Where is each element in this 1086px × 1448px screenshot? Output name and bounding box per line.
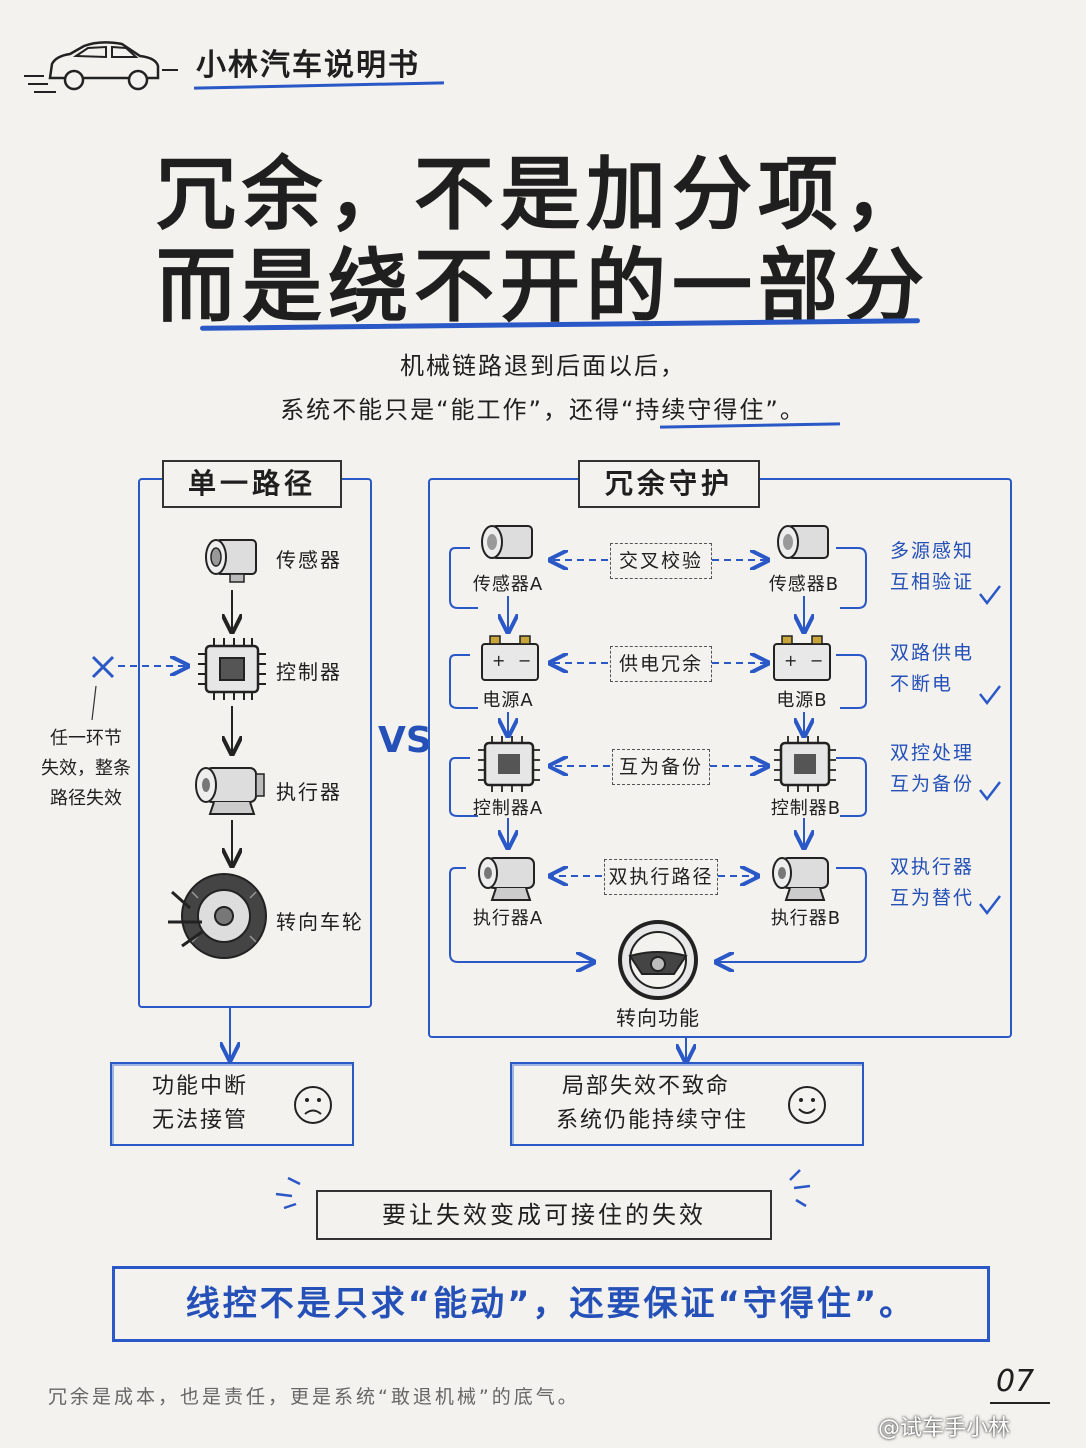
link-mutual-backup: 互为备份 bbox=[612, 749, 710, 785]
sensor-b-label: 传感器B bbox=[768, 574, 840, 595]
page-number-underline bbox=[990, 1402, 1050, 1404]
redundant-result-line1: 局部失效不致命 bbox=[562, 1074, 731, 1099]
footer-note: 冗余是成本，也是责任，更是系统“敢退机械”的底气。 bbox=[48, 1386, 580, 1408]
sensor-a-icon bbox=[481, 525, 533, 559]
car-logo-icon bbox=[24, 41, 178, 93]
svg-text:+: + bbox=[492, 651, 505, 670]
single-path-side-note: 任一环节 失效，整条 路径失效 bbox=[38, 724, 134, 814]
note-power: 双路供电 不断电 bbox=[890, 638, 974, 700]
controller-a-label: 控制器A bbox=[472, 798, 544, 819]
actuator-a-icon bbox=[478, 857, 535, 901]
key-point-box: 要让失效变成可接住的失效 bbox=[316, 1190, 772, 1240]
page-number: 07 bbox=[996, 1364, 1035, 1399]
single-node-wheel: 转向车轮 bbox=[276, 910, 364, 934]
redundant-result: 局部失效不致命 系统仍能持续守住 bbox=[510, 1062, 864, 1146]
brand-name: 小林汽车说明书 bbox=[196, 48, 420, 83]
single-result-line2: 无法接管 bbox=[152, 1108, 249, 1133]
actuator-b-label: 执行器B bbox=[770, 908, 842, 929]
page-title-line2: 而是绕不开的一部分 bbox=[156, 240, 930, 333]
power-b-label: 电源B bbox=[776, 690, 828, 711]
sensor-a-label: 传感器A bbox=[472, 574, 544, 595]
single-node-controller: 控制器 bbox=[276, 660, 342, 684]
note-control-line1: 双控处理 bbox=[890, 742, 975, 764]
check-icon bbox=[979, 895, 1001, 916]
check-icon bbox=[979, 781, 1001, 802]
battery-a-icon: + − bbox=[481, 635, 539, 681]
svg-text:−: − bbox=[518, 651, 531, 670]
note-sensing-line1: 多源感知 bbox=[890, 540, 975, 562]
happy-face-icon bbox=[788, 1086, 826, 1124]
vs-label: VS bbox=[378, 720, 432, 761]
note-control: 双控处理 互为备份 bbox=[890, 738, 974, 800]
actuator-icon bbox=[195, 767, 265, 815]
redundant-title: 冗余守护 bbox=[578, 460, 760, 508]
power-a-label: 电源A bbox=[482, 690, 534, 711]
link-power-redundancy: 供电冗余 bbox=[610, 646, 712, 682]
steering-wheel-tire-icon bbox=[168, 873, 267, 959]
single-result-line1: 功能中断 bbox=[152, 1074, 249, 1099]
sad-face-icon bbox=[294, 1086, 332, 1124]
note-sensing: 多源感知 互相验证 bbox=[890, 536, 974, 598]
side-note-line3: 路径失效 bbox=[50, 788, 122, 809]
note-actuation-line1: 双执行器 bbox=[890, 856, 975, 878]
note-sensing-line2: 互相验证 bbox=[890, 571, 975, 593]
steering-wheel-icon bbox=[618, 920, 698, 1000]
check-icon bbox=[979, 685, 1001, 706]
check-icon bbox=[979, 585, 1001, 606]
controller-b-icon bbox=[774, 736, 836, 792]
fail-x-icon bbox=[91, 655, 115, 679]
svg-text:−: − bbox=[810, 651, 823, 670]
single-path-title: 单一路径 bbox=[162, 460, 342, 508]
note-control-line2: 互为备份 bbox=[890, 773, 975, 795]
actuator-b-icon bbox=[772, 857, 829, 901]
page-title-line1: 冗余，不是加分项， bbox=[156, 148, 930, 241]
controller-chip-icon bbox=[198, 638, 266, 700]
note-power-line2: 不断电 bbox=[890, 673, 954, 695]
watermark: @试车手小林 bbox=[878, 1416, 1011, 1441]
steering-function-label: 转向功能 bbox=[616, 1006, 700, 1030]
single-node-actuator: 执行器 bbox=[276, 780, 342, 804]
svg-text:+: + bbox=[784, 651, 797, 670]
side-note-line2: 失效，整条 bbox=[41, 758, 131, 779]
redundant-result-line2: 系统仍能持续守住 bbox=[556, 1108, 749, 1133]
controller-b-label: 控制器B bbox=[770, 798, 842, 819]
conclusion-box: 线控不是只求“能动”，还要保证“守得住”。 bbox=[112, 1266, 990, 1342]
subtitle-line2: 系统不能只是“能工作”，还得“持续守得住”。 bbox=[280, 396, 806, 424]
controller-a-icon bbox=[478, 736, 540, 792]
note-actuation-line2: 互为替代 bbox=[890, 887, 975, 909]
link-dual-actuation: 双执行路径 bbox=[604, 859, 718, 895]
actuator-a-label: 执行器A bbox=[472, 908, 544, 929]
note-power-line1: 双路供电 bbox=[890, 642, 975, 664]
sensor-icon bbox=[205, 539, 257, 583]
note-actuation: 双执行器 互为替代 bbox=[890, 852, 974, 914]
subtitle-line1: 机械链路退到后面以后， bbox=[400, 352, 686, 380]
link-cross-check: 交叉校验 bbox=[610, 543, 712, 579]
sensor-b-icon bbox=[777, 525, 829, 559]
single-node-sensor: 传感器 bbox=[276, 548, 342, 572]
battery-b-icon: + − bbox=[773, 635, 831, 681]
single-path-result: 功能中断 无法接管 bbox=[110, 1062, 354, 1146]
side-note-line1: 任一环节 bbox=[50, 728, 122, 749]
